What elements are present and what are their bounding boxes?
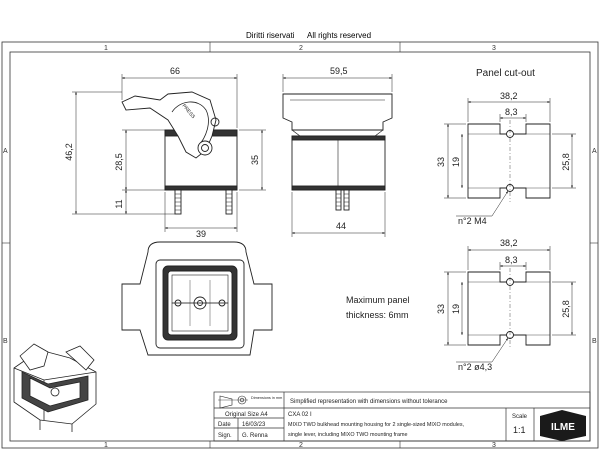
zone-labels: 1 2 3 1 2 3 A B A B — [3, 45, 597, 449]
cut1-dim-height: 33 — [436, 157, 446, 167]
isometric-view — [13, 343, 97, 432]
panel-cutout-2-dimensions — [444, 246, 576, 363]
panel-cutout-2 — [467, 268, 551, 349]
zone-col-1-top: 1 — [104, 45, 108, 52]
rights-reserved-en: All rights reserved — [307, 31, 371, 40]
sign-label: Sign. — [218, 433, 232, 439]
scale-label: Scale — [512, 414, 528, 420]
side-dim-width: 66 — [170, 66, 180, 76]
front-view-dimensions — [282, 74, 393, 237]
cut2-dim-width: 38,2 — [500, 238, 518, 248]
disclaimer-text: Simplified representation with dimension… — [290, 399, 448, 405]
cut2-dim-inner: 19 — [451, 304, 461, 314]
sign-value: G. Renna — [242, 433, 268, 439]
cut1-dim-inner: 19 — [451, 157, 461, 167]
panel-cutout-title: Panel cut-out — [476, 68, 535, 79]
zone-row-b-right: B — [592, 338, 597, 345]
scale-value: 1:1 — [513, 425, 526, 435]
cut1-dim-right: 25,8 — [561, 153, 571, 171]
zone-row-a-right: A — [592, 148, 597, 155]
cut1-dim-width: 38,2 — [500, 91, 518, 101]
front-view — [282, 93, 393, 211]
date-value: 16/03/23 — [242, 422, 266, 428]
side-dim-height-stud: 11 — [114, 199, 124, 208]
cut2-hole-note: n°2 ø4,3 — [458, 362, 492, 372]
rights-reserved-it: Diritti riservati — [246, 31, 295, 40]
front-dim-base: 44 — [336, 221, 346, 231]
zone-row-a-left: A — [3, 148, 8, 155]
cut2-dim-height: 33 — [436, 304, 446, 314]
side-dim-base: 39 — [196, 229, 206, 239]
side-dim-height-total: 46,2 — [64, 143, 74, 161]
side-dim-35: 35 — [250, 155, 260, 165]
zone-col-1-bottom: 1 — [104, 442, 108, 449]
cut1-dim-hole-spacing: 8,3 — [505, 107, 518, 117]
top-view-note-line2: thickness: 6mm — [346, 310, 409, 320]
cut1-hole-note: n°2 M4 — [458, 216, 487, 226]
drawing-code: CXA 02 I — [288, 412, 312, 418]
ilme-logo: ILME — [540, 410, 586, 441]
zone-col-2-bottom: 2 — [299, 442, 303, 449]
dimensions-label: Dimensions in mm — [251, 396, 282, 400]
cut2-dim-right: 25,8 — [561, 300, 571, 318]
zone-col-2-top: 2 — [299, 45, 303, 52]
description-line2: single lever, including MIXO TWO mountin… — [288, 432, 407, 438]
front-dim-width: 59,5 — [330, 66, 348, 76]
side-view-dimensions — [72, 74, 266, 232]
description-line1: MIXO TWO bulkhead mounting housing for 2… — [288, 422, 465, 428]
top-view — [121, 241, 273, 356]
ilme-logo-text: ILME — [551, 422, 575, 433]
title-block — [213, 391, 591, 442]
zone-row-b-left: B — [3, 338, 8, 345]
original-size: Original Size A4 — [225, 412, 268, 418]
zone-col-3-bottom: 3 — [492, 442, 496, 449]
side-view — [121, 91, 238, 215]
projection-symbol — [218, 395, 248, 409]
zone-col-3-top: 3 — [492, 45, 496, 52]
date-label: Date — [218, 422, 231, 428]
panel-cutout-1 — [467, 120, 551, 202]
side-dim-height-body: 28,5 — [114, 153, 124, 171]
cut2-dim-hole-spacing: 8,3 — [505, 255, 518, 265]
top-view-note-line1: Maximum panel — [346, 295, 410, 305]
panel-cutout-1-dimensions — [444, 98, 576, 217]
